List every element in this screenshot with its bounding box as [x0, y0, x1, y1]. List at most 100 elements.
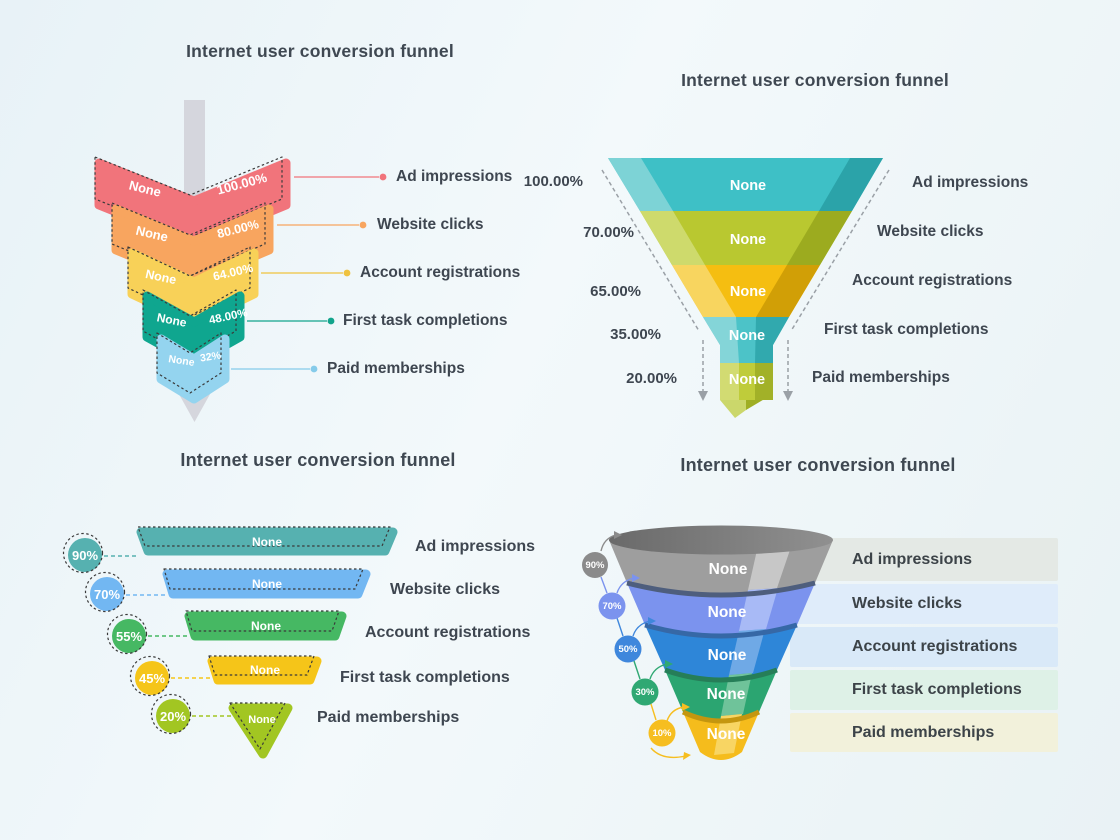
chart-title-bottom-left: Internet user conversion funnel: [180, 450, 456, 470]
stage-value: None: [252, 535, 282, 549]
segment-highlight: [640, 211, 705, 265]
link-line: [650, 703, 657, 721]
band-rim: [664, 667, 778, 683]
band-rim: [626, 580, 816, 598]
stage-label: Ad impressions: [852, 550, 973, 568]
band-highlight: [714, 714, 742, 755]
stage-label-account-registrations: Account registrations: [365, 624, 531, 641]
stage-label-first-task-completions: First task completions: [340, 669, 510, 686]
stage-label-ad-impressions: Ad impressions: [396, 168, 513, 185]
stage-value: None: [730, 178, 766, 194]
dashed-outline: [163, 568, 364, 590]
funnel-chevron: None 100.00% None 80.00% None 64.00% Non…: [94, 100, 387, 422]
arc-arrow: [632, 620, 651, 637]
stage-label-ad-impressions: Ad impressions: [912, 174, 1029, 191]
arc-arrow-head: [665, 660, 673, 668]
dashed-outline: [137, 526, 391, 547]
stage-value: None: [729, 372, 765, 388]
guide-dashed-line: [601, 169, 700, 332]
dashed-ring: [150, 693, 192, 735]
stage-label-paid-memberships: Paid memberships: [317, 709, 460, 726]
percent-circle: [112, 619, 146, 653]
stage-percent: 35.00%: [610, 326, 661, 343]
segment-shadow: [755, 317, 789, 363]
funnel-opening: [609, 525, 833, 555]
dashed-ring: [62, 532, 104, 574]
guide-dashed-line: [790, 169, 890, 332]
stage-value: None: [730, 284, 766, 300]
percent-circle: [631, 678, 659, 706]
stage-value: None: [168, 353, 196, 369]
stage-value: None: [707, 686, 746, 703]
arc-arrow: [616, 577, 635, 594]
stage-percent: 65.00%: [590, 283, 641, 300]
stage-value: None: [248, 714, 276, 726]
guide-arrow-head: [783, 391, 793, 401]
stage-percent: 10%: [652, 728, 672, 739]
band-highlight: [721, 673, 752, 716]
arc-arrow: [666, 706, 685, 722]
stage-percent: 100.00%: [524, 173, 583, 190]
arc-arrow-head: [648, 617, 656, 625]
stage-label-account-registrations: Account registrations: [360, 264, 521, 281]
band-rim: [681, 709, 761, 724]
stage-label: Website clicks: [852, 595, 962, 612]
funnel-trapezoid: None None None None None 100.00% 70.00% …: [524, 158, 890, 418]
dashed-ring: [129, 655, 171, 697]
arc-arrow: [650, 747, 687, 759]
stage-percent: 70%: [602, 601, 622, 612]
legend-row-ad-impressions: Ad impressions: [790, 538, 1058, 581]
segment-highlight: [703, 317, 739, 363]
stage-percent: 55%: [116, 629, 142, 644]
segment-shadow: [756, 265, 820, 317]
segment-highlight: [608, 158, 673, 211]
stage-label-website-clicks: Website clicks: [877, 223, 984, 240]
stage-label: Account registrations: [852, 638, 1018, 655]
stage-label-first-task-completions: First task completions: [824, 321, 989, 338]
stage-label-website-clicks: Website clicks: [390, 581, 500, 598]
percent-circle: [156, 699, 190, 733]
stage-label-paid-memberships: Paid memberships: [812, 369, 950, 386]
connector-dot: [343, 269, 351, 277]
connector-dot: [379, 173, 387, 181]
band-highlight: [739, 588, 778, 631]
stage-value: None: [707, 726, 746, 743]
arc-arrow-head: [683, 752, 691, 760]
stage-value: None: [708, 647, 747, 664]
stage-percent: 20.00%: [626, 370, 677, 387]
dashed-outline: [229, 702, 286, 750]
dashed-outline: [156, 332, 222, 394]
stage-percent: 50%: [618, 644, 638, 655]
chart-title-top-left: Internet user conversion funnel: [186, 41, 454, 61]
band-highlight: [748, 547, 791, 590]
funnel-segment: [608, 158, 883, 211]
arc-arrow-head: [682, 703, 690, 711]
dashed-outline: [127, 246, 251, 318]
connector-dot: [310, 365, 318, 373]
percent-circle: [598, 592, 626, 620]
stage-percent: 32%: [199, 349, 222, 364]
funnel-bars: 90% 70% 55% 45% 20% None None None None …: [62, 526, 398, 759]
percent-circle: [90, 577, 124, 611]
connector-dot: [359, 221, 367, 229]
stage-value: None: [251, 619, 281, 633]
percent-circle: [614, 635, 642, 663]
funnel-tail: [720, 400, 746, 418]
stage-value: None: [708, 604, 747, 621]
segment-shadow: [755, 363, 773, 400]
percent-circle: [582, 552, 608, 578]
segment-shadow: [819, 158, 883, 211]
stage-percent: 20%: [160, 709, 186, 724]
stage-label-account-registrations: Account registrations: [852, 272, 1013, 289]
stage-value: None: [252, 577, 282, 591]
band-highlight: [729, 629, 765, 675]
percent-circle: [648, 719, 676, 747]
funnel-cone-3d: 90% 70% 50% 30% 10% None None None None …: [582, 525, 833, 760]
funnel-bar: [228, 703, 293, 759]
stage-percent: 70%: [94, 587, 120, 602]
stage-percent: 70.00%: [583, 224, 634, 241]
arc-arrow: [649, 663, 668, 680]
stage-label: Paid memberships: [852, 723, 995, 741]
